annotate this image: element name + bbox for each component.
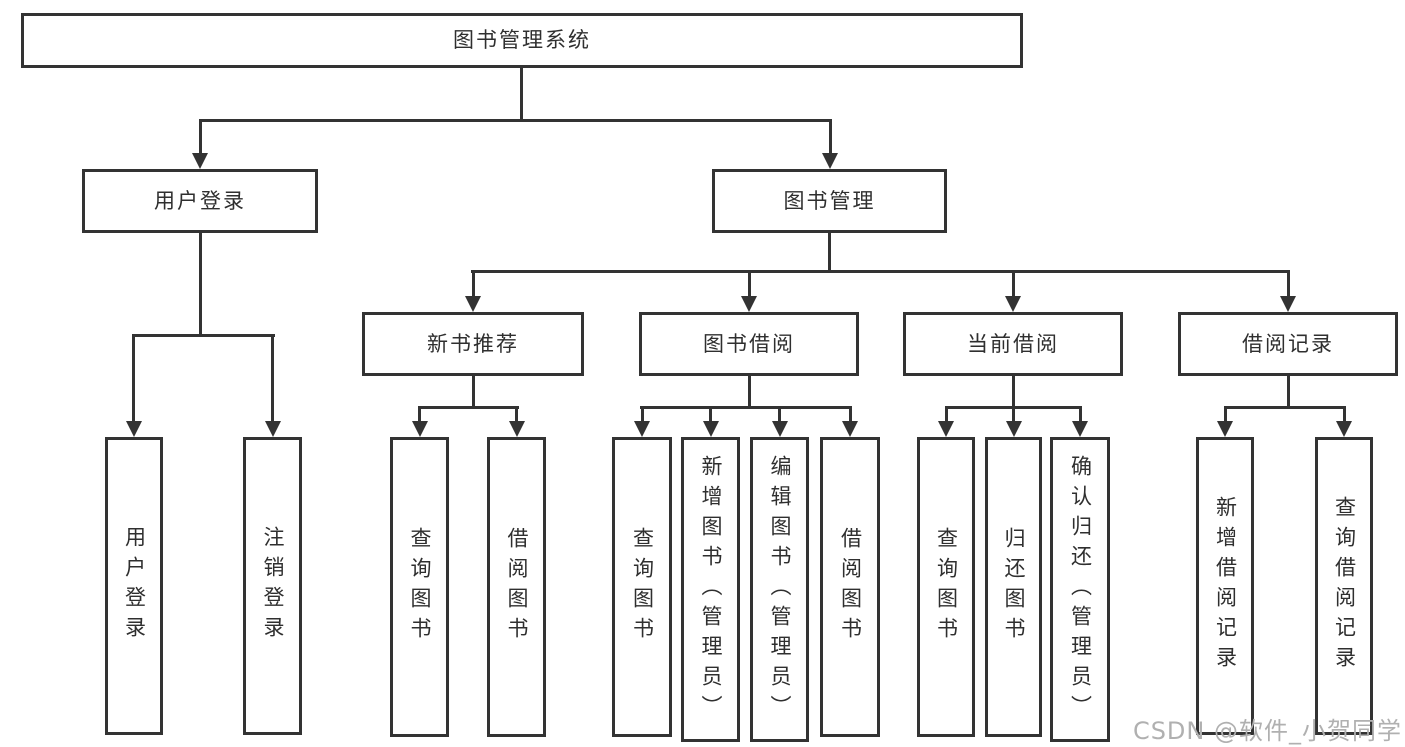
arrow-down-icon xyxy=(465,296,481,312)
leaf-rec-query-books-label: 查询图书 xyxy=(408,527,432,647)
node-book-borrowing: 图书借阅 xyxy=(639,312,859,376)
leaf-cb-query-books-label: 查询图书 xyxy=(934,527,959,647)
connector-stem xyxy=(132,334,135,424)
arrow-down-icon xyxy=(192,153,208,169)
node-current-borrowing-label: 当前借阅 xyxy=(967,331,1059,356)
arrow-down-icon xyxy=(412,421,428,437)
connector-stem xyxy=(1079,406,1082,424)
arrow-down-icon xyxy=(1217,421,1233,437)
node-user-login: 用户登录 xyxy=(82,169,318,233)
connector-stem xyxy=(472,270,475,299)
node-new-book-recommend: 新书推荐 xyxy=(362,312,584,376)
csdn-watermark: CSDN @软件_小贺同学 xyxy=(1132,717,1402,745)
arrow-down-icon xyxy=(509,421,525,437)
leaf-br-add-record-label: 新增借阅记录 xyxy=(1213,496,1238,676)
connector-stem xyxy=(418,406,421,424)
leaf-bb-edit-books-admin-label: 编辑图书（管理员） xyxy=(768,454,792,725)
connector-recommend-hline xyxy=(418,406,519,409)
arrow-down-icon xyxy=(1072,421,1088,437)
node-book-borrowing-label: 图书借阅 xyxy=(703,331,795,356)
node-borrowing-records-label: 借阅记录 xyxy=(1242,331,1334,356)
arrow-down-icon xyxy=(634,421,650,437)
node-book-management-label: 图书管理 xyxy=(783,188,876,213)
leaf-rec-borrow-books-label: 借阅图书 xyxy=(505,527,529,647)
leaf-cb-confirm-return-admin-label: 确认归还（管理员） xyxy=(1068,454,1093,725)
leaf-cb-query-books: 查询图书 xyxy=(917,437,975,737)
leaf-br-add-record: 新增借阅记录 xyxy=(1196,437,1254,735)
leaf-bb-query-books-label: 查询图书 xyxy=(630,527,655,647)
leaf-bb-add-books-admin: 新增图书（管理员） xyxy=(681,437,740,742)
connector-stem xyxy=(829,119,832,157)
leaf-cb-return-books-label: 归还图书 xyxy=(1002,527,1026,647)
connector-stem xyxy=(1012,406,1015,424)
arrow-down-icon xyxy=(772,421,788,437)
arrow-down-icon xyxy=(126,421,142,437)
leaf-cb-confirm-return-admin: 确认归还（管理员） xyxy=(1050,437,1110,742)
connector-stem xyxy=(849,406,852,424)
leaf-rec-borrow-books: 借阅图书 xyxy=(487,437,546,737)
connector-stem xyxy=(778,406,781,424)
leaf-user-login: 用户登录 xyxy=(105,437,163,735)
arrow-down-icon xyxy=(1005,296,1021,312)
node-user-login-label: 用户登录 xyxy=(154,188,246,213)
connector-stem xyxy=(515,406,518,424)
arrow-down-icon xyxy=(1336,421,1352,437)
node-book-management: 图书管理 xyxy=(712,169,947,233)
connector-stem xyxy=(199,119,202,157)
leaf-bb-add-books-admin-label: 新增图书（管理员） xyxy=(699,454,723,725)
connector-recommend-vline xyxy=(472,376,475,408)
connector-records-hline xyxy=(1224,406,1346,409)
leaf-cb-return-books: 归还图书 xyxy=(985,437,1042,737)
connector-stem xyxy=(1224,406,1227,424)
leaf-br-query-record: 查询借阅记录 xyxy=(1315,437,1373,735)
connector-records-vline xyxy=(1287,376,1290,408)
arrow-down-icon xyxy=(265,421,281,437)
node-library-system-label: 图书管理系统 xyxy=(453,28,591,52)
leaf-user-login-label: 用户登录 xyxy=(122,526,147,646)
leaf-rec-query-books: 查询图书 xyxy=(390,437,449,737)
arrow-down-icon xyxy=(822,153,838,169)
connector-borrowing-vline xyxy=(748,376,751,408)
connector-stem xyxy=(1287,270,1290,299)
connector-userlogin-hline xyxy=(132,334,275,337)
leaf-bb-borrow-books-label: 借阅图书 xyxy=(838,527,863,647)
connector-stem xyxy=(709,406,712,424)
leaf-logout-label: 注销登录 xyxy=(261,526,285,646)
arrow-down-icon xyxy=(1006,421,1022,437)
connector-borrowing-hline xyxy=(640,406,851,409)
connector-userlogin-vline xyxy=(199,233,202,337)
connector-stem xyxy=(1012,270,1015,299)
arrow-down-icon xyxy=(1280,296,1296,312)
arrow-down-icon xyxy=(703,421,719,437)
leaf-br-query-record-label: 查询借阅记录 xyxy=(1332,496,1357,676)
connector-stem xyxy=(271,334,274,424)
connector-bookmgmt-hline xyxy=(471,270,1290,273)
leaf-bb-query-books: 查询图书 xyxy=(612,437,672,737)
connector-stem xyxy=(1343,406,1346,424)
leaf-logout: 注销登录 xyxy=(243,437,302,735)
connector-stem xyxy=(641,406,644,424)
connector-stem xyxy=(748,270,751,299)
arrow-down-icon xyxy=(938,421,954,437)
arrow-down-icon xyxy=(741,296,757,312)
leaf-bb-borrow-books: 借阅图书 xyxy=(820,437,880,737)
leaf-bb-edit-books-admin: 编辑图书（管理员） xyxy=(750,437,809,742)
node-current-borrowing: 当前借阅 xyxy=(903,312,1123,376)
arrow-down-icon xyxy=(842,421,858,437)
node-borrowing-records: 借阅记录 xyxy=(1178,312,1398,376)
connector-root-hline xyxy=(199,119,832,122)
connector-current-vline xyxy=(1012,376,1015,408)
node-library-system: 图书管理系统 xyxy=(21,13,1023,68)
connector-root-vline xyxy=(520,68,523,122)
connector-bookmgmt-vline xyxy=(828,233,831,273)
node-new-book-recommend-label: 新书推荐 xyxy=(427,331,519,356)
connector-stem xyxy=(945,406,948,424)
